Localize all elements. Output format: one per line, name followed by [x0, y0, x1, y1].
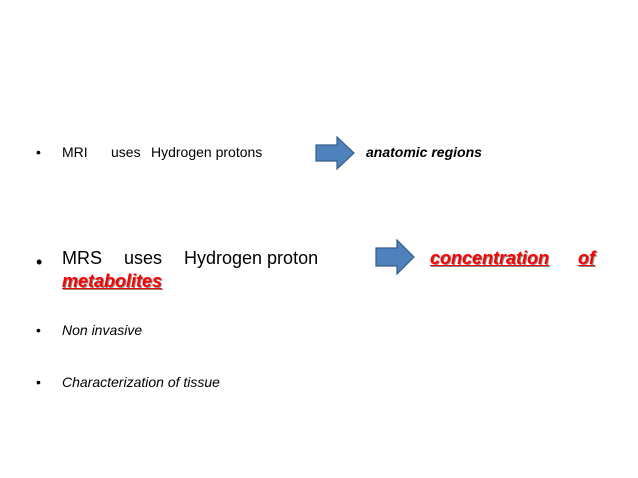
- mri-result: anatomic regions: [366, 144, 482, 160]
- bullet-marker: •: [36, 252, 43, 272]
- mri-label: MRI: [62, 144, 88, 160]
- non-invasive-text: Non invasive: [62, 322, 143, 338]
- mrs-result-concentration: concentration: [430, 248, 550, 268]
- mrs-verb: uses: [124, 248, 163, 268]
- mri-subject: Hydrogen protons: [151, 144, 263, 160]
- right-arrow-icon: [315, 136, 355, 170]
- mri-verb: uses: [111, 144, 141, 160]
- bullet-marker: •: [36, 144, 41, 160]
- characterization-text: Characterization of tissue: [62, 374, 220, 390]
- mrs-result-of: of: [578, 248, 595, 268]
- bullet-marker: •: [36, 374, 41, 390]
- mrs-subject: Hydrogen proton: [184, 248, 319, 268]
- right-arrow-icon: [375, 239, 415, 275]
- mrs-label: MRS: [62, 248, 102, 268]
- mrs-result-metabolites: metabolites: [62, 271, 163, 291]
- bullet-marker: •: [36, 322, 41, 338]
